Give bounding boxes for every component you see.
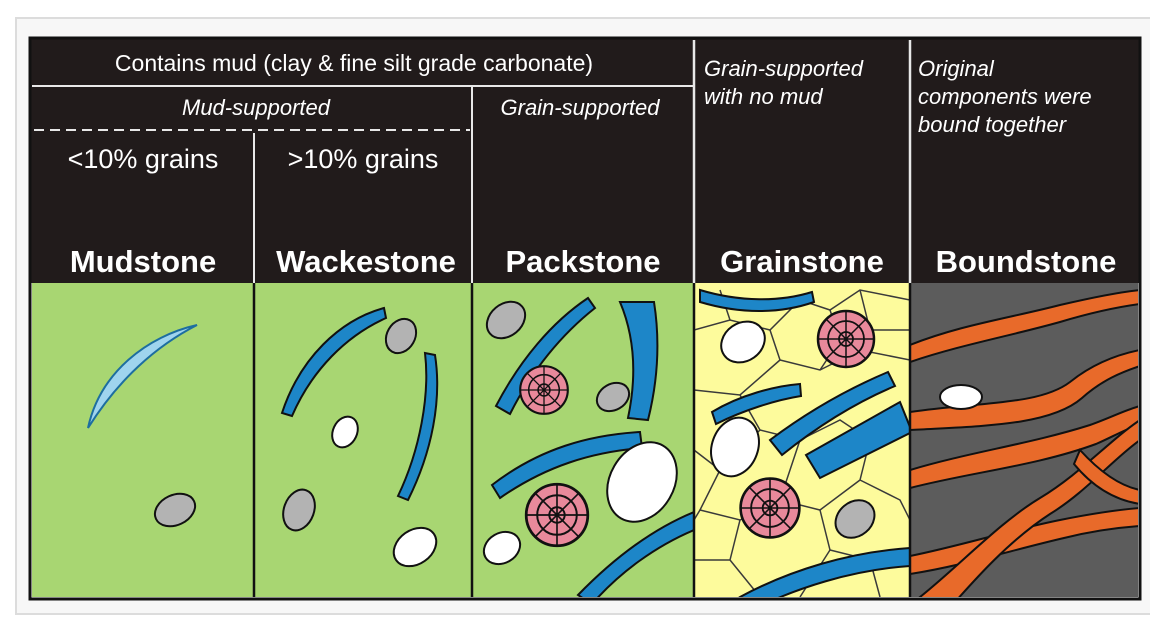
boundstone-texture-panel <box>910 283 1140 610</box>
rock-name-grainstone: Grainstone <box>720 244 884 279</box>
contains-mud-label: Contains mud (clay & fine silt grade car… <box>115 50 593 76</box>
ooid-grain-pink <box>526 484 588 546</box>
bound-label-line2: components were <box>918 84 1092 109</box>
rock-name-boundstone: Boundstone <box>936 244 1117 279</box>
rock-name-wackestone: Wackestone <box>276 244 456 279</box>
header-block: Contains mud (clay & fine silt grade car… <box>30 38 1140 283</box>
rock-name-packstone: Packstone <box>505 244 660 279</box>
bound-label-line3: bound together <box>918 112 1068 137</box>
ooid-grain-white <box>940 385 982 409</box>
grain-supported-label: Grain-supported <box>501 95 661 120</box>
packstone-texture-panel <box>472 283 694 604</box>
grainstone-texture-panel <box>694 283 912 610</box>
ooid-grain-pink <box>818 311 874 367</box>
mud-supported-label: Mud-supported <box>182 95 331 120</box>
grain-supported-no-mud-label-line2: with no mud <box>704 84 823 109</box>
bound-label-line1: Original <box>918 56 995 81</box>
gt10-grains-label: >10% grains <box>288 144 439 174</box>
ooid-grain-pink <box>520 366 568 414</box>
wackestone-texture-panel <box>254 283 472 597</box>
lt10-grains-label: <10% grains <box>68 144 219 174</box>
ooid-grain-pink <box>741 479 800 538</box>
grain-supported-no-mud-label-line1: Grain-supported <box>704 56 864 81</box>
rock-name-mudstone: Mudstone <box>70 244 216 279</box>
mudstone-texture-panel <box>32 283 254 597</box>
